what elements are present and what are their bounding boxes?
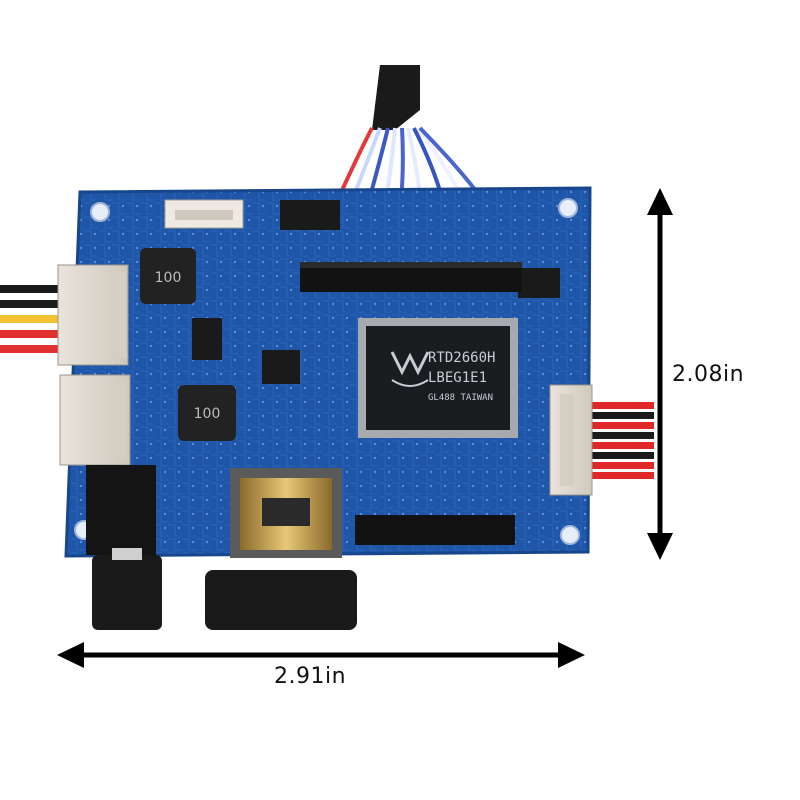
realtek-logo-icon	[390, 351, 430, 387]
sot-ic	[262, 350, 300, 384]
chip-line3: GL488 TAIWAN	[428, 393, 493, 403]
backlight-connector	[549, 384, 593, 496]
keypad-connector	[59, 374, 131, 466]
chip-line2: LBEG1E1	[428, 370, 487, 386]
backlight-cable	[590, 402, 654, 479]
height-dimension-label: 2.08in	[672, 362, 745, 387]
eeprom-ic	[280, 200, 340, 230]
inductor-bottom-label: 100	[194, 406, 221, 422]
chip-line1: RTD2660H	[428, 350, 495, 366]
width-dimension-label: 2.91in	[274, 664, 347, 689]
dc-barrel-jack	[86, 465, 162, 630]
inductor-bottom: 100	[178, 385, 236, 441]
main-chip: RTD2660H LBEG1E1 GL488 TAIWAN	[358, 318, 518, 438]
top-small-connector	[164, 199, 244, 229]
lvds-header	[300, 262, 522, 292]
height-dimension-arrow	[647, 188, 673, 560]
inductor-top: 100	[140, 248, 196, 304]
bottom-pin-header	[355, 515, 515, 545]
power-connector	[57, 264, 129, 366]
smd-ic-right	[518, 268, 560, 298]
width-dimension-arrow	[57, 642, 585, 668]
inductor-top-label: 100	[155, 270, 182, 286]
regulator-ic	[192, 318, 222, 360]
power-cable	[0, 285, 62, 353]
hdmi-connector	[205, 468, 357, 630]
